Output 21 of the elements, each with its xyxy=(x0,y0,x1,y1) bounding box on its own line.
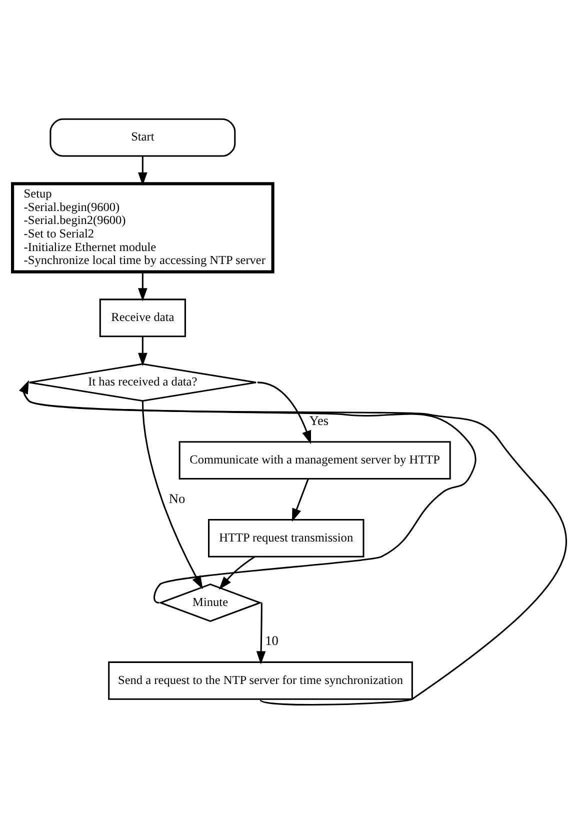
arrow xyxy=(257,382,312,444)
arrow xyxy=(19,380,566,706)
node-diamond: Minute xyxy=(158,584,262,622)
arrow xyxy=(138,156,148,186)
arrow xyxy=(218,556,256,590)
arrow xyxy=(256,602,266,664)
arrow xyxy=(138,272,148,302)
arrow xyxy=(142,400,203,590)
edge-label: 10 xyxy=(265,633,278,648)
node-box: Receive data xyxy=(99,298,186,338)
edge-label: No xyxy=(168,490,186,506)
arrow xyxy=(19,380,476,604)
node-box: Setup -Serial.begin(9600) -Serial.begin2(9600) -Set to Serial2 -Initialize Ethernet module -Synchronize local time by accessing NTP server xyxy=(11,182,274,274)
node-diamond: It has received a data? xyxy=(28,363,257,402)
arrow xyxy=(292,478,309,522)
node-box: Send a request to the NTP server for time synchronization xyxy=(108,661,413,700)
edge-label: Yes xyxy=(309,412,329,428)
arrow xyxy=(138,336,148,366)
node-box: Communicate with a management server by HTTP xyxy=(178,441,451,480)
node-box: HTTP request transmission xyxy=(208,519,364,558)
node-box: Start xyxy=(50,118,236,157)
